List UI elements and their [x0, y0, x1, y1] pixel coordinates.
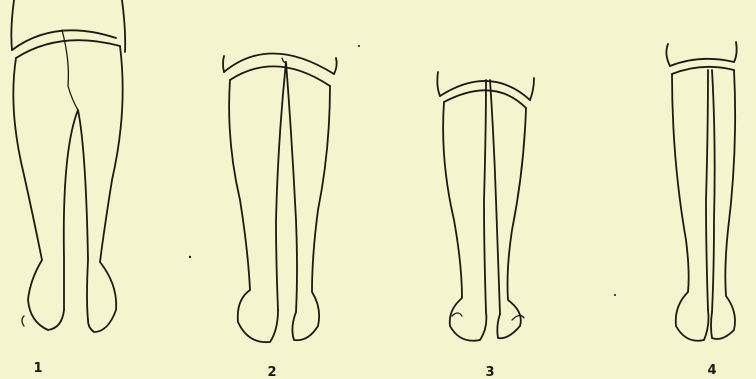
figure-4-label: 4 [707, 363, 716, 378]
figure-2-drawing [223, 53, 337, 342]
figure-1-label: 1 [33, 361, 42, 376]
figure-1-drawing [11, 0, 125, 332]
figure-3-label: 3 [485, 365, 494, 379]
figure-3-drawing [437, 72, 534, 341]
figure-2-label: 2 [267, 365, 276, 379]
scan-specks [189, 45, 616, 296]
figure-4-drawing [666, 42, 736, 341]
